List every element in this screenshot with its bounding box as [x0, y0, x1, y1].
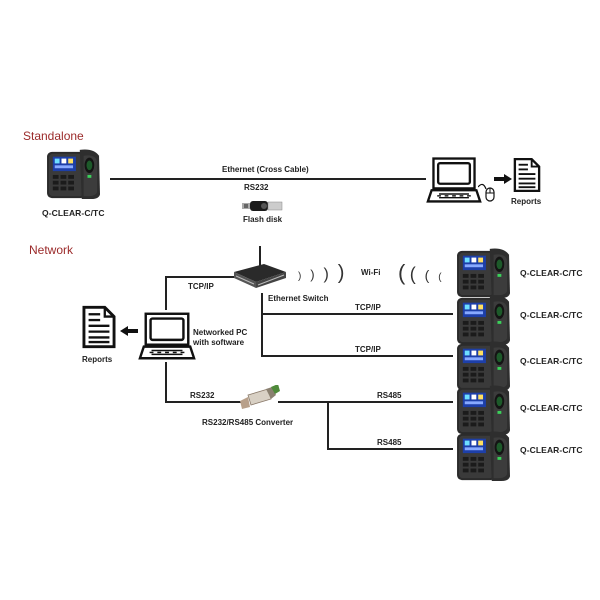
network-device-label-5: Q-CLEAR-C/TC [520, 445, 583, 455]
standalone-terminal-device [44, 148, 104, 200]
network-device-5 [454, 430, 514, 487]
flash-disk-label: Flash disk [243, 215, 283, 224]
wifi-label: Wi-Fi [361, 268, 381, 277]
pc-switch-tcpip-label: TCP/IP [188, 282, 214, 291]
standalone-pc-icon [426, 156, 482, 204]
rs232-label: RS232 [190, 391, 215, 400]
tcpip-label-1: TCP/IP [355, 303, 381, 312]
standalone-section-title: Standalone [23, 129, 84, 143]
network-device-label-2: Q-CLEAR-C/TC [520, 310, 583, 320]
standalone-rs232-label: RS232 [244, 183, 269, 192]
terminal-device-icon [454, 294, 514, 346]
terminal-device-icon [454, 384, 514, 436]
standalone-connection-line [110, 178, 426, 180]
wifi-waves-left-icon: ) ) ) ) [298, 262, 345, 284]
rs232-rs485-converter-icon [240, 385, 280, 409]
rs485-line-2 [327, 448, 453, 450]
standalone-reports-label: Reports [511, 197, 542, 206]
flash-disk-icon [242, 201, 283, 211]
rs485-label-1: RS485 [377, 391, 402, 400]
network-device-label-4: Q-CLEAR-C/TC [520, 403, 583, 413]
arrow-right-icon [494, 174, 512, 184]
rs485-line-1 [278, 401, 453, 403]
switch-vertical-line [261, 293, 263, 355]
mouse-icon [478, 183, 495, 202]
pc-switch-vertical-line [165, 276, 167, 310]
standalone-device-label: Q-CLEAR-C/TC [42, 208, 105, 218]
rs232-line [165, 401, 243, 403]
ethernet-switch-icon [234, 246, 286, 288]
wifi-waves-right-icon: ( ( ( ( [398, 260, 442, 285]
ethernet-switch-label: Ethernet Switch [268, 294, 329, 303]
arrow-left-icon [120, 326, 138, 336]
network-reports-icon [81, 305, 117, 349]
networked-pc-icon [138, 310, 196, 362]
standalone-ethernet-label: Ethernet (Cross Cable) [222, 165, 309, 174]
rs485-label-2: RS485 [377, 438, 402, 447]
network-device-label-1: Q-CLEAR-C/TC [520, 268, 583, 278]
tcpip-line-1 [261, 313, 453, 315]
pc-rs232-vertical-line [165, 362, 167, 402]
networked-pc-label-line1: Networked PC [193, 328, 248, 337]
terminal-device-icon [454, 430, 514, 482]
networked-pc-label-line2: with software [193, 338, 245, 347]
rs485-vertical-line [327, 401, 329, 449]
network-section-title: Network [29, 243, 74, 257]
converter-label: RS232/RS485 Converter [202, 418, 294, 427]
standalone-reports-icon [513, 157, 541, 193]
tcpip-label-2: TCP/IP [355, 345, 381, 354]
network-device-label-3: Q-CLEAR-C/TC [520, 356, 583, 366]
pc-switch-horizontal-line [165, 276, 235, 278]
tcpip-line-2 [261, 355, 453, 357]
network-reports-label: Reports [82, 355, 113, 364]
terminal-device-icon [454, 247, 514, 299]
